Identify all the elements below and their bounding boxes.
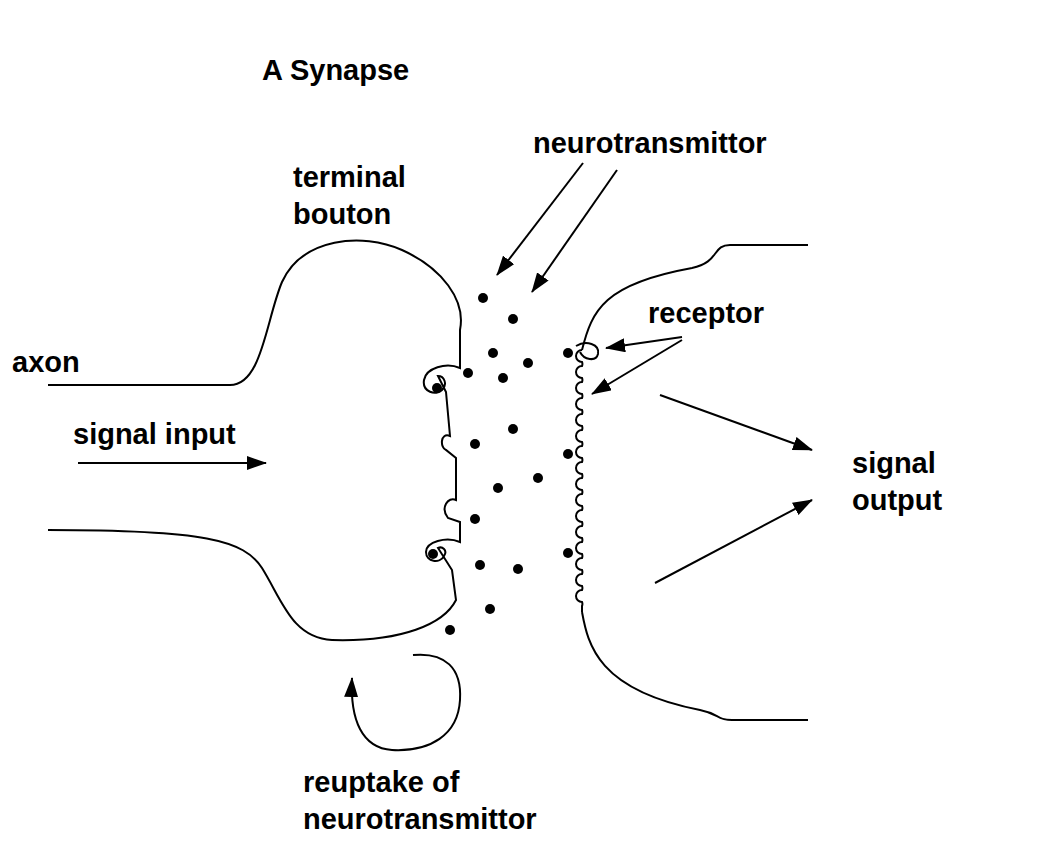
neurotransmitter-dot [478,293,488,303]
neurotransmitter-dot [493,483,503,493]
neurotransmitter-dot [445,625,455,635]
structure-label: neurotransmittor [533,125,767,162]
neurotransmitter-dot [523,358,533,368]
signal-label: signal output [852,445,982,519]
neurotransmitter-dot [563,548,573,558]
neurotransmitter-molecules [428,293,573,635]
receptor-membrane [576,350,582,612]
structure-label: terminal bouton [293,159,463,233]
neurotransmitter-dot [508,314,518,324]
neurotransmitter-dot [513,564,523,574]
neurotransmitter-dot [508,424,518,434]
neurotransmitter-dot [432,383,442,393]
neurotransmitter-dot [563,348,573,358]
neurotransmitter-dot [428,549,438,559]
neurotransmitter-dot [485,604,495,614]
neurotransmitter-dot [563,449,573,459]
neurotransmitter-dot [533,473,543,483]
neurotransmitter-dot [470,439,480,449]
terminal-bouton-outline [48,241,461,641]
neurotransmitter-dot [498,373,508,383]
structure-label: axon [12,344,80,381]
neurotransmitter-dot [470,514,480,524]
neurotransmitter-dot [463,368,473,378]
structure-label: receptor [648,295,764,332]
leader-arrows [78,163,812,750]
receptor-site [576,343,598,359]
postsynaptic-outline [582,245,808,350]
signal-label: signal input [73,416,236,453]
neurotransmitter-dot [475,560,485,570]
diagram-title: A Synapse [262,52,409,89]
postsynaptic-outline [582,612,808,720]
process-label: reuptake of neurotransmittor [303,764,603,838]
neurotransmitter-dot [488,348,498,358]
